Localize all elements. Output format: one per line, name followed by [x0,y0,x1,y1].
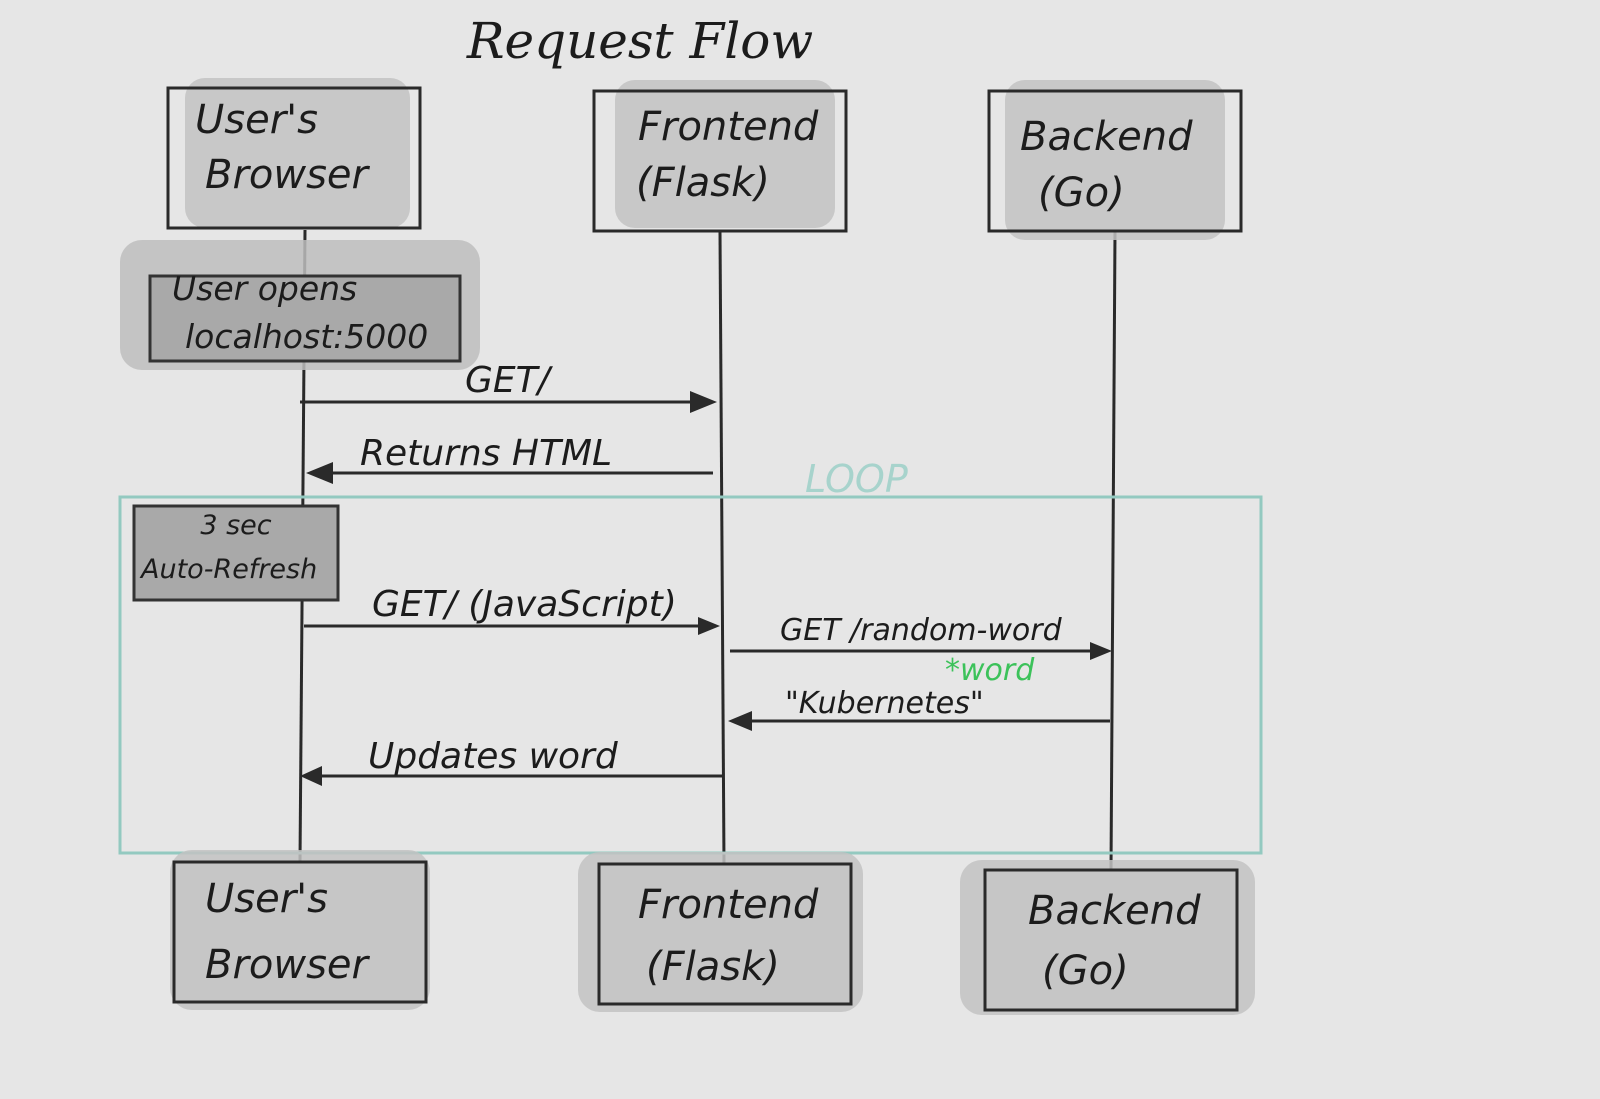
participant-top-frontend-line2: (Flask) [636,160,770,206]
participant-top-browser-line2: Browser [205,152,371,198]
participant-top-browser-line1: User's [195,97,318,143]
participant-bottom-backend-line2: (Go) [1042,948,1129,994]
message-get-javascript-label: GET/ (JavaScript) [372,584,677,625]
message-returns-html-label: Returns HTML [360,433,612,474]
participant-top-backend-line2: (Go) [1038,170,1125,216]
annotation-word: *word [945,653,1035,688]
participant-bottom-browser: User's Browser [170,850,430,1010]
note-auto-refresh-line1: 3 sec [200,510,271,541]
note-user-opens-line1: User opens [172,269,357,308]
message-returns-html: Returns HTML [306,433,713,484]
note-auto-refresh-line2: Auto-Refresh [139,554,317,585]
message-get-root-label: GET/ [465,360,554,401]
note-user-opens-line2: localhost:5000 [185,317,428,356]
participant-bottom-browser-line1: User's [205,876,328,922]
message-updates-word: Updates word [300,736,722,786]
note-auto-refresh: 3 sec Auto-Refresh [132,504,340,602]
loop-label: LOOP [805,457,908,501]
message-get-random-word: GET /random-word [730,613,1112,660]
message-updates-word-label: Updates word [368,736,619,777]
note-user-opens: User opens localhost:5000 [120,240,480,370]
message-get-root: GET/ [300,360,717,413]
participant-bottom-frontend-line1: Frontend [638,882,819,928]
diagram-title: Request Flow [466,12,813,70]
participant-bottom-frontend-line2: (Flask) [646,944,780,990]
participant-top-frontend-line1: Frontend [638,104,819,150]
participant-bottom-backend-line1: Backend [1028,888,1201,934]
participant-bottom-frontend: Frontend (Flask) [578,852,863,1012]
participant-top-backend: Backend (Go) [987,80,1243,240]
message-kubernetes-label: "Kubernetes" [785,686,984,721]
message-kubernetes: "Kubernetes" [728,686,1110,731]
participant-bottom-browser-line2: Browser [205,942,371,988]
participant-top-backend-line1: Backend [1020,114,1193,160]
lifeline-frontend [718,231,726,865]
participant-bottom-backend: Backend (Go) [960,860,1255,1015]
message-get-random-word-label: GET /random-word [780,613,1063,648]
participant-top-browser: User's Browser [166,78,422,230]
participant-top-frontend: Frontend (Flask) [592,80,848,233]
message-get-javascript: GET/ (JavaScript) [304,584,720,635]
lifeline-backend [1109,231,1117,871]
